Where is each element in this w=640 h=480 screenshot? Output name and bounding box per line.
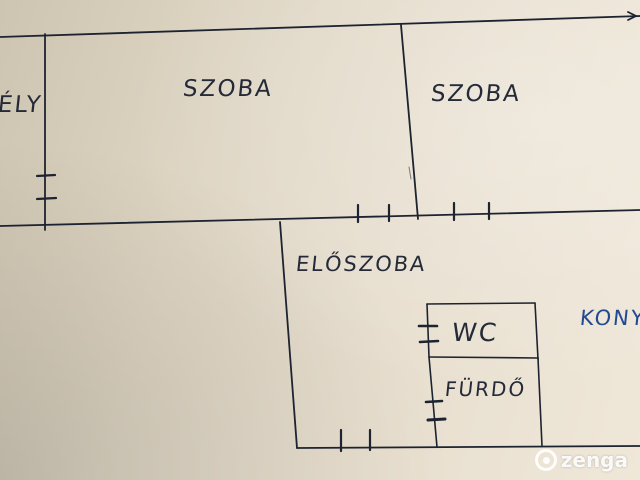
wc-top-wall: [426, 302, 536, 305]
zenga-logo-icon: [534, 449, 557, 471]
bottom-wall: [296, 445, 640, 449]
wc-door-mark-bottom: [418, 339, 440, 344]
left-door-mark-top: [35, 173, 57, 178]
room-divider-wall: [400, 24, 419, 220]
room-label-wc: WC: [450, 318, 500, 347]
bath-right-wall: [537, 357, 543, 447]
corner-arrow-mark: [627, 11, 639, 21]
room-label-eloszoba: ELŐSZOBA: [294, 252, 428, 276]
wc-left-wall: [426, 303, 430, 358]
bath-door-mark-bottom: [426, 417, 447, 422]
watermark-logo: zenga: [534, 448, 628, 472]
watermark-brand-text: zenga: [560, 448, 628, 472]
pencil-tick: [408, 166, 412, 180]
left-door-mark-bottom: [35, 196, 58, 201]
wc-bath-divider: [428, 356, 539, 359]
room-label-furdo: FÜRDŐ: [443, 377, 528, 401]
room-label-szoba-1: SZOBA: [181, 76, 275, 102]
middle-wall: [0, 209, 640, 227]
room-label-kitchen-partial: KONYH: [578, 306, 640, 330]
top-wall: [0, 15, 640, 38]
bath-door-mark-top: [424, 399, 444, 404]
wc-right-wall: [534, 302, 539, 360]
hallway-left-wall: [279, 221, 298, 449]
room-label-szoba-2: SZOBA: [429, 81, 523, 107]
room-label-left-partial: ÉLY: [0, 92, 44, 118]
